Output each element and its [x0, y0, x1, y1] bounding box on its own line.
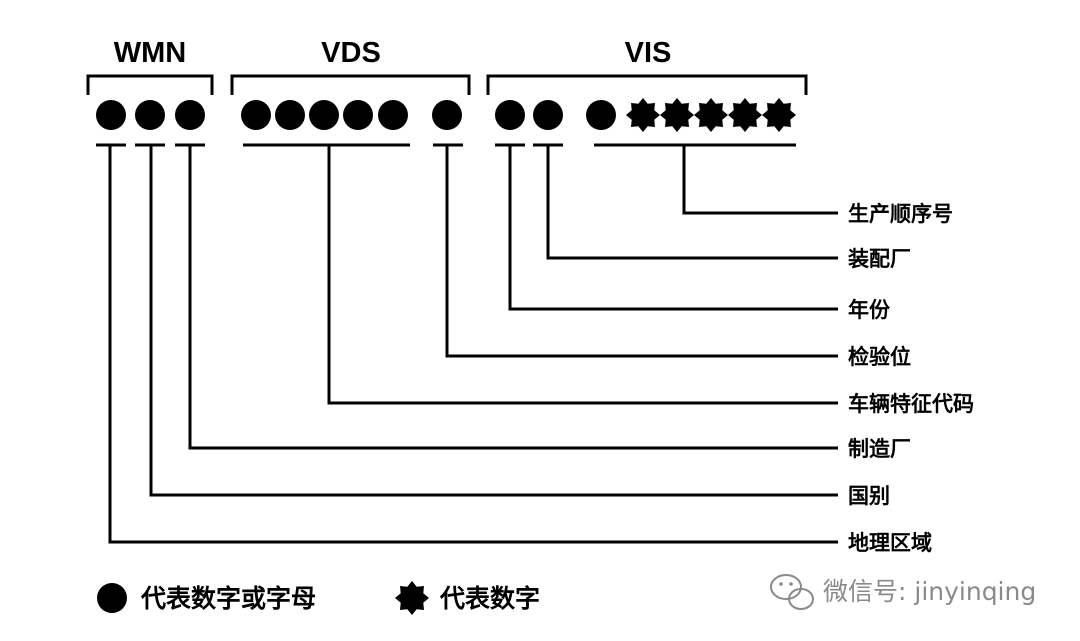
vin-char-circle	[495, 100, 525, 130]
legend-star-icon	[395, 581, 429, 615]
wechat-icon	[770, 574, 814, 610]
vin-char-circle	[533, 100, 563, 130]
leader-line-manufacturer	[188, 145, 838, 450]
leader-line-check-digit	[445, 145, 838, 358]
group-bracket-wmn	[86, 74, 214, 95]
group-label-vds: VDS	[321, 37, 381, 69]
legend-star-label: 代表数字	[439, 584, 540, 613]
group-label-vis: VIS	[625, 37, 672, 69]
vin-char-circle	[432, 100, 462, 130]
vin-char-circle	[175, 100, 205, 130]
leader-line-region	[108, 145, 838, 544]
group-bracket-vds	[230, 74, 471, 95]
legend-circle-icon	[97, 583, 127, 613]
vin-char-circle	[378, 100, 408, 130]
vin-char-circle	[96, 100, 126, 130]
vin-char-circle	[586, 100, 616, 130]
vin-char-circle	[309, 100, 339, 130]
leader-line-vehicle-descriptor	[327, 145, 838, 405]
group-bracket-vis	[486, 74, 808, 95]
callout-check-digit: 检验位	[848, 345, 911, 369]
vin-char-star	[694, 98, 728, 132]
callout-assembly-plant: 装配厂	[848, 247, 911, 271]
leader-line-production-sequence	[682, 145, 838, 215]
vin-char-circle	[275, 100, 305, 130]
vin-char-star	[728, 98, 762, 132]
callout-region: 地理区域	[848, 531, 932, 555]
watermark-text: 微信号: jinyinqing	[823, 577, 1036, 606]
group-label-wmn: WMN	[114, 37, 186, 69]
vin-char-circle	[135, 100, 165, 130]
callout-production-sequence: 生产顺序号	[848, 202, 953, 226]
vin-char-circle	[343, 100, 373, 130]
callout-year: 年份	[848, 298, 891, 322]
vin-char-circle	[241, 100, 271, 130]
vin-char-star	[626, 98, 660, 132]
callout-country: 国别	[848, 484, 890, 508]
leader-line-country	[149, 145, 838, 497]
leader-line-assembly-plant	[546, 145, 838, 260]
callout-manufacturer: 制造厂	[848, 437, 911, 461]
callout-vehicle-descriptor: 车辆特征代码	[848, 392, 974, 416]
legend-circle-label: 代表数字或字母	[140, 584, 316, 613]
vin-char-star	[660, 98, 694, 132]
vin-char-star	[762, 98, 796, 132]
leader-line-year	[508, 145, 838, 311]
